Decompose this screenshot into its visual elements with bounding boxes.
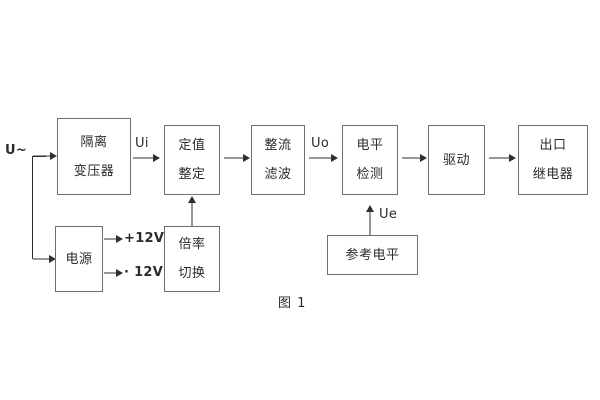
block-multiplier-switch: 倍率 切换 — [164, 226, 220, 292]
block-power-supply-line-1: 电源 — [65, 251, 93, 267]
block-setting-value-line-2: 整定 — [178, 167, 206, 182]
block-level-detection-line-1: 电平 — [356, 138, 384, 153]
block-setting-value: 定值 整定 — [164, 125, 220, 195]
block-reference-level-line-1: 参考电平 — [345, 247, 400, 263]
signal-label-ui: Ui — [135, 136, 149, 151]
block-output-relay-line-2: 继电器 — [532, 167, 574, 182]
arrow-input-to-power-supply — [33, 253, 56, 265]
block-output-relay: 出口 继电器 — [518, 125, 588, 195]
arrow-reference-level-to-level-detection — [364, 205, 376, 235]
arrow-isolation-transformer-to-setting-value — [133, 152, 160, 164]
block-drive-line-1: 驱动 — [442, 152, 470, 168]
block-level-detection-line-2: 检测 — [356, 167, 384, 182]
signal-label-ue: Ue — [379, 207, 398, 222]
block-drive: 驱动 — [428, 125, 485, 195]
input-voltage-label: U~ — [5, 143, 28, 158]
block-isolation-transformer: 隔离 变压器 — [57, 118, 131, 195]
arrow-setting-value-to-rectify-filter — [224, 152, 250, 164]
block-rectify-filter-line-2: 滤波 — [264, 167, 292, 182]
arrow-rail-negative — [104, 267, 123, 279]
arrow-input-to-isolation-transformer — [33, 150, 57, 162]
arrow-level-detection-to-drive — [402, 152, 427, 164]
figure-caption: 图 1 — [278, 296, 307, 311]
arrow-rectify-filter-to-level-detection — [309, 152, 338, 164]
rail-label-negative: · 12V — [124, 265, 164, 280]
block-reference-level: 参考电平 — [327, 235, 418, 275]
block-multiplier-switch-line-2: 切换 — [178, 266, 206, 281]
arrow-drive-to-output-relay — [489, 152, 516, 164]
block-power-supply: 电源 — [55, 226, 103, 292]
block-rectify-filter: 整流 滤波 — [251, 125, 305, 195]
arrow-multiplier-switch-to-setting-value — [186, 196, 198, 226]
signal-label-uo: Uo — [311, 136, 330, 151]
block-output-relay-line-1: 出口 — [539, 138, 567, 153]
block-rectify-filter-line-1: 整流 — [264, 138, 292, 153]
block-level-detection: 电平 检测 — [342, 125, 398, 195]
arrow-rail-positive — [104, 233, 123, 245]
input-bus-vertical — [32, 156, 33, 259]
rail-label-positive: +12V — [124, 231, 165, 246]
block-isolation-transformer-line-2: 变压器 — [73, 163, 115, 179]
input-bus-top-stub — [32, 156, 46, 157]
block-setting-value-line-1: 定值 — [178, 138, 206, 153]
block-multiplier-switch-line-1: 倍率 — [178, 237, 206, 252]
block-isolation-transformer-line-1: 隔离 — [80, 134, 108, 150]
